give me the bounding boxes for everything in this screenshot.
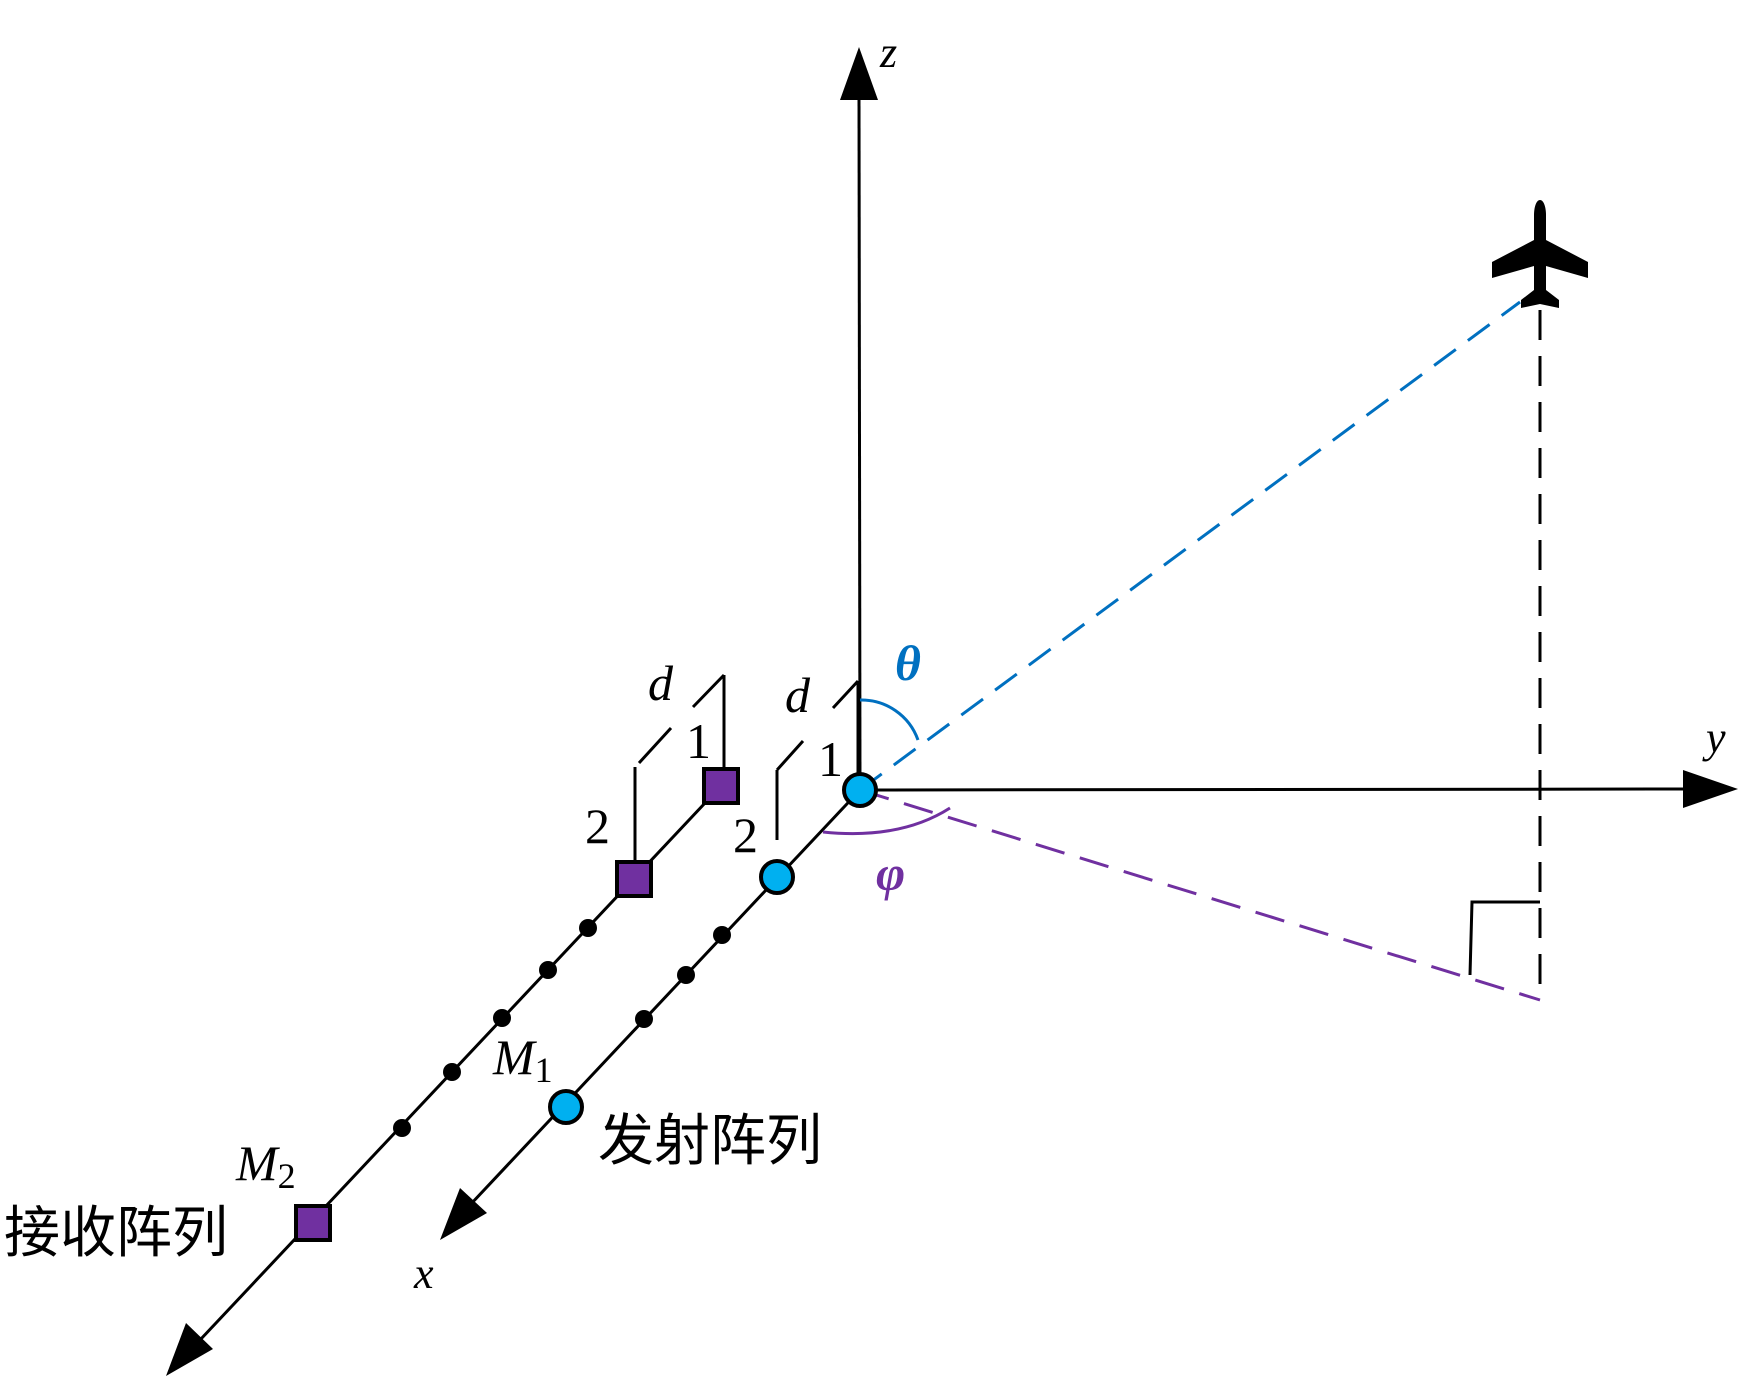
- transmit-element-1: [842, 772, 878, 808]
- receive-array-arrowhead: [166, 1323, 213, 1376]
- ellipsis-dot: [443, 1063, 461, 1081]
- z-axis-arrowhead: [840, 47, 878, 100]
- ellipsis-dot: [393, 1119, 411, 1137]
- y-axis-arrowhead: [1683, 770, 1738, 808]
- ellipsis-dot: [677, 966, 695, 984]
- index-letter: M: [235, 1135, 280, 1191]
- transmit-index-2: 2: [733, 807, 758, 863]
- z-axis-label: z: [879, 28, 897, 77]
- right-angle-marker: [1468, 900, 1540, 976]
- receive-element-2: [615, 860, 653, 898]
- theta-angle-arc: [859, 698, 920, 741]
- ellipsis-dot: [635, 1010, 653, 1028]
- transmit-spacing-label: d: [785, 667, 811, 723]
- receive-array-ellipsis: [393, 919, 597, 1137]
- transmit-index-1: 1: [818, 731, 843, 787]
- index-subscript: 1: [535, 1050, 553, 1090]
- transmit-index-m1: M1: [492, 1029, 553, 1090]
- target-sight-line: [859, 300, 1521, 792]
- index-letter: M: [492, 1029, 537, 1085]
- transmit-element-2: [759, 859, 795, 895]
- ellipsis-dot: [579, 919, 597, 937]
- z-axis: [840, 47, 878, 791]
- x-axis-arrowhead: [440, 1188, 487, 1240]
- receive-array-label: 接收阵列: [4, 1201, 228, 1266]
- airplane-icon: [1492, 200, 1588, 308]
- receive-spacing-marker: [633, 673, 726, 862]
- ellipsis-dot: [493, 1009, 511, 1027]
- receive-element-1: [702, 767, 740, 805]
- ellipsis-dot: [539, 961, 557, 979]
- receive-index-1: 1: [686, 713, 711, 769]
- index-subscript: 2: [278, 1156, 296, 1196]
- transmit-spacing-marker: [775, 679, 860, 840]
- y-axis: [859, 770, 1738, 808]
- receive-index-2: 2: [585, 798, 610, 854]
- ground-projection-line: [859, 788, 1541, 1002]
- phi-label: φ: [876, 845, 905, 901]
- receive-spacing-label: d: [648, 655, 674, 711]
- receive-index-m2: M2: [235, 1135, 296, 1196]
- receive-element-m2: [294, 1204, 332, 1242]
- transmit-array-label: 发射阵列: [598, 1109, 822, 1174]
- transmit-array-ellipsis: [635, 926, 731, 1028]
- transmit-element-m1: [548, 1089, 584, 1125]
- x-axis: [440, 788, 862, 1240]
- x-axis-label: x: [413, 1249, 434, 1298]
- y-axis-label: y: [1702, 713, 1726, 762]
- ellipsis-dot: [713, 926, 731, 944]
- phi-angle-arc: [822, 806, 951, 836]
- theta-label: θ: [895, 635, 921, 691]
